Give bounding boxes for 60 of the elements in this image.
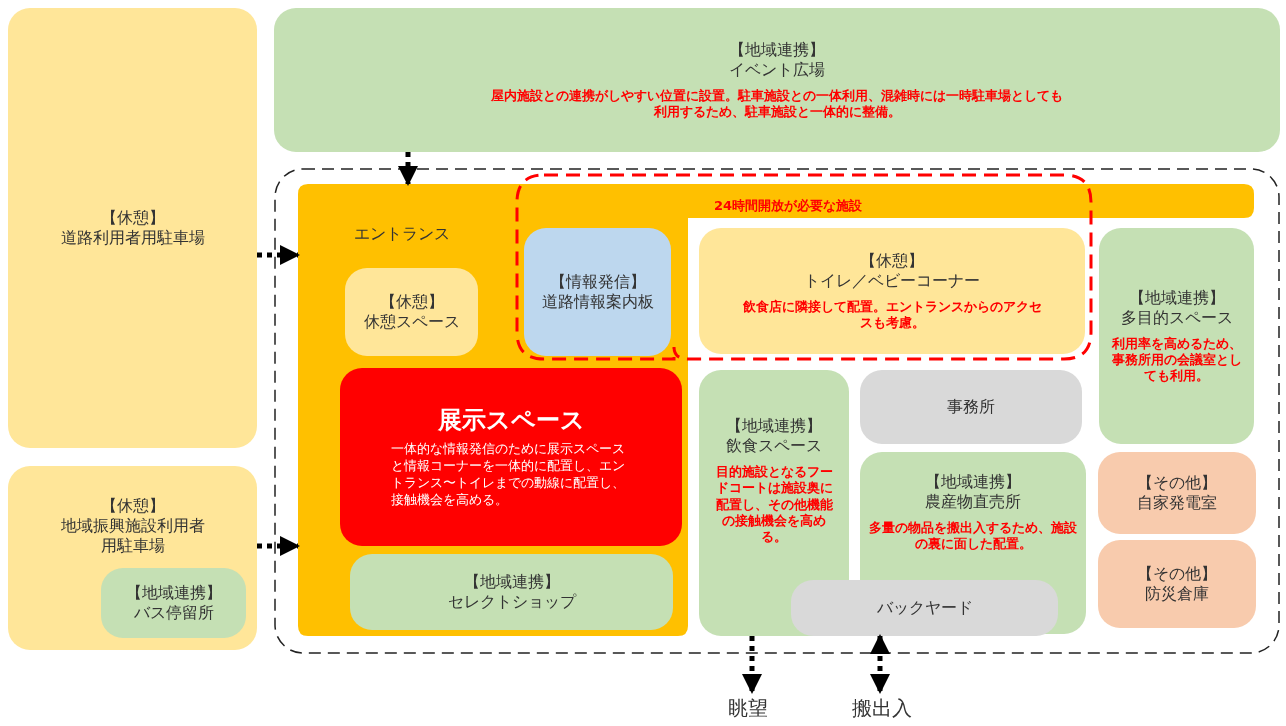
facility-name: 自家発電室 [1137, 493, 1217, 513]
toilet-box [699, 228, 1085, 354]
office-box [860, 370, 1082, 444]
category-tag: 【地域連携】 [1128, 287, 1225, 308]
dotted-arrow [870, 634, 890, 694]
storage-box [1098, 540, 1256, 628]
facility-name: 道路利用者用駐車場 [60, 228, 205, 248]
facility-name: 事務所 [947, 397, 995, 417]
facility-name: バス停留所 [133, 603, 214, 623]
zone-outline [514, 172, 1094, 362]
category-tag: 【休憩】 [379, 292, 444, 312]
note-text: 飲食店に隣接して配置。エントランスからのアクセスも考慮。 [742, 298, 1042, 332]
dotted-arrow [257, 536, 300, 556]
facility-name: 道路情報案内板 [541, 292, 654, 312]
facility-name: イベント広場 [729, 59, 825, 80]
plaza-box [274, 8, 1280, 152]
dotted-arrow [257, 245, 300, 265]
category-tag: 【休憩】 [100, 496, 165, 516]
rest-space-box [345, 268, 478, 356]
facility-name: 休憩スペース [363, 312, 460, 332]
facility-name: 多目的スペース [1120, 307, 1233, 328]
facility-title: 展示スペース [437, 405, 585, 436]
exhibit-box [340, 368, 682, 546]
category-tag: 【地域連携】 [729, 39, 825, 60]
note-text: 目的施設となるフードコートは施設奥に配置し、その他機能の接触機会を高める。 [714, 464, 834, 546]
parking-area [8, 466, 257, 650]
facility-name: 防災倉庫 [1145, 584, 1209, 604]
destination-label: 眺望 [728, 695, 768, 721]
category-tag: 【休憩】 [100, 208, 165, 228]
facility-name: 農産物直売所 [925, 492, 1021, 512]
note-text: 屋内施設との連携がしやすい位置に設置。駐車施設との一体利用、混雑時には一時駐車場としても利用するため、駐車施設と一体的に整備。 [490, 87, 1064, 121]
category-tag: エントランス [354, 224, 450, 244]
multipurpose-box [1099, 228, 1254, 444]
dotted-arrow [398, 152, 418, 186]
category-tag: 【情報発信】 [549, 272, 646, 292]
facility-name: トイレ／ベビーコーナー [804, 270, 980, 291]
dining-box [699, 370, 849, 636]
info-board-box [524, 228, 671, 356]
category-tag: 【地域連携】 [125, 583, 222, 603]
facility-name: 飲食スペース [726, 436, 822, 456]
category-tag: 【地域連携】 [463, 572, 560, 592]
dotted-arrow [742, 636, 762, 694]
description-text: 一体的な情報発信のために展示スペースと情報コーナーを一体的に配置し、エントランス〜トイレまでの動線に配置し、接触機会を高める。 [391, 441, 626, 509]
zone-label: 24時間開放が必要な施設 [714, 198, 863, 215]
category-tag: 【その他】 [1137, 473, 1217, 493]
bus-stop-box [101, 568, 246, 638]
category-tag: 【地域連携】 [726, 416, 822, 436]
destination-label: 搬出入 [852, 695, 912, 721]
shop-box [350, 554, 673, 630]
note-text: 利用率を高めるため、事務所用の会議室としても利用。 [1110, 335, 1243, 385]
generator-room-box [1098, 452, 1256, 534]
note-text: 多量の物品を搬出入するため、施設の裏に面した配置。 [868, 520, 1078, 553]
facility-name: セレクトショップ [447, 592, 576, 612]
category-tag: 【地域連携】 [925, 472, 1021, 492]
category-tag: 【その他】 [1137, 564, 1217, 584]
category-tag: 【休憩】 [860, 250, 924, 271]
backyard-box [791, 580, 1058, 636]
facility-name: 地域振興施設利用者用駐車場 [59, 516, 206, 556]
facility-name: バックヤード [876, 598, 973, 618]
parking-area [8, 8, 257, 448]
